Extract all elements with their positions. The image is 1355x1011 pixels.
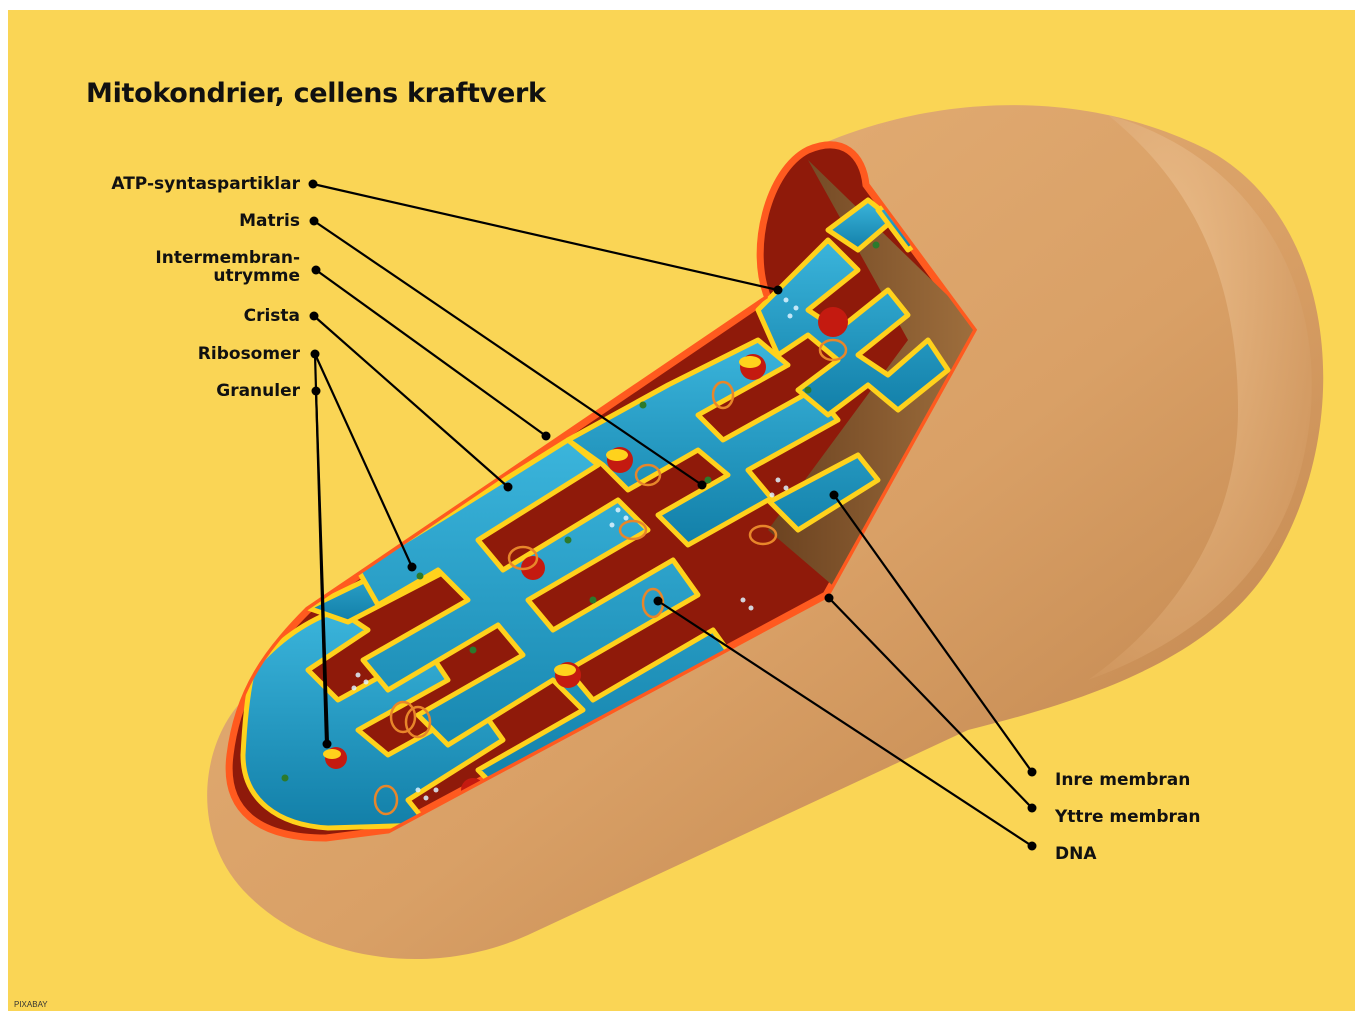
- label-granuler: Granuler: [216, 382, 300, 400]
- label-inre-membran: Inre membran: [1055, 771, 1190, 789]
- label-ribosomer: Ribosomer: [198, 345, 300, 363]
- diagram-title: Mitokondrier, cellens kraftverk: [86, 78, 546, 109]
- diagram-canvas: Mitokondrier, cellens kraftverk ATP-synt…: [8, 10, 1355, 1011]
- leader-atp: [313, 184, 778, 290]
- label-dna: DNA: [1055, 845, 1097, 863]
- leader-matris: [314, 221, 702, 485]
- mitochondrion-illustration: [8, 10, 1355, 1011]
- label-yttre-membran: Yttre membran: [1055, 808, 1200, 826]
- leader-ribosomer-1: [315, 354, 412, 567]
- label-intermembranutrymme: Intermembran- utrymme: [155, 249, 300, 285]
- image-credit: PIXABAY: [14, 1000, 48, 1009]
- label-atp-syntaspartiklar: ATP-syntaspartiklar: [111, 175, 300, 193]
- label-crista: Crista: [244, 307, 300, 325]
- leader-crista: [314, 316, 508, 487]
- label-matris: Matris: [239, 212, 300, 230]
- leader-intermembran: [316, 270, 546, 436]
